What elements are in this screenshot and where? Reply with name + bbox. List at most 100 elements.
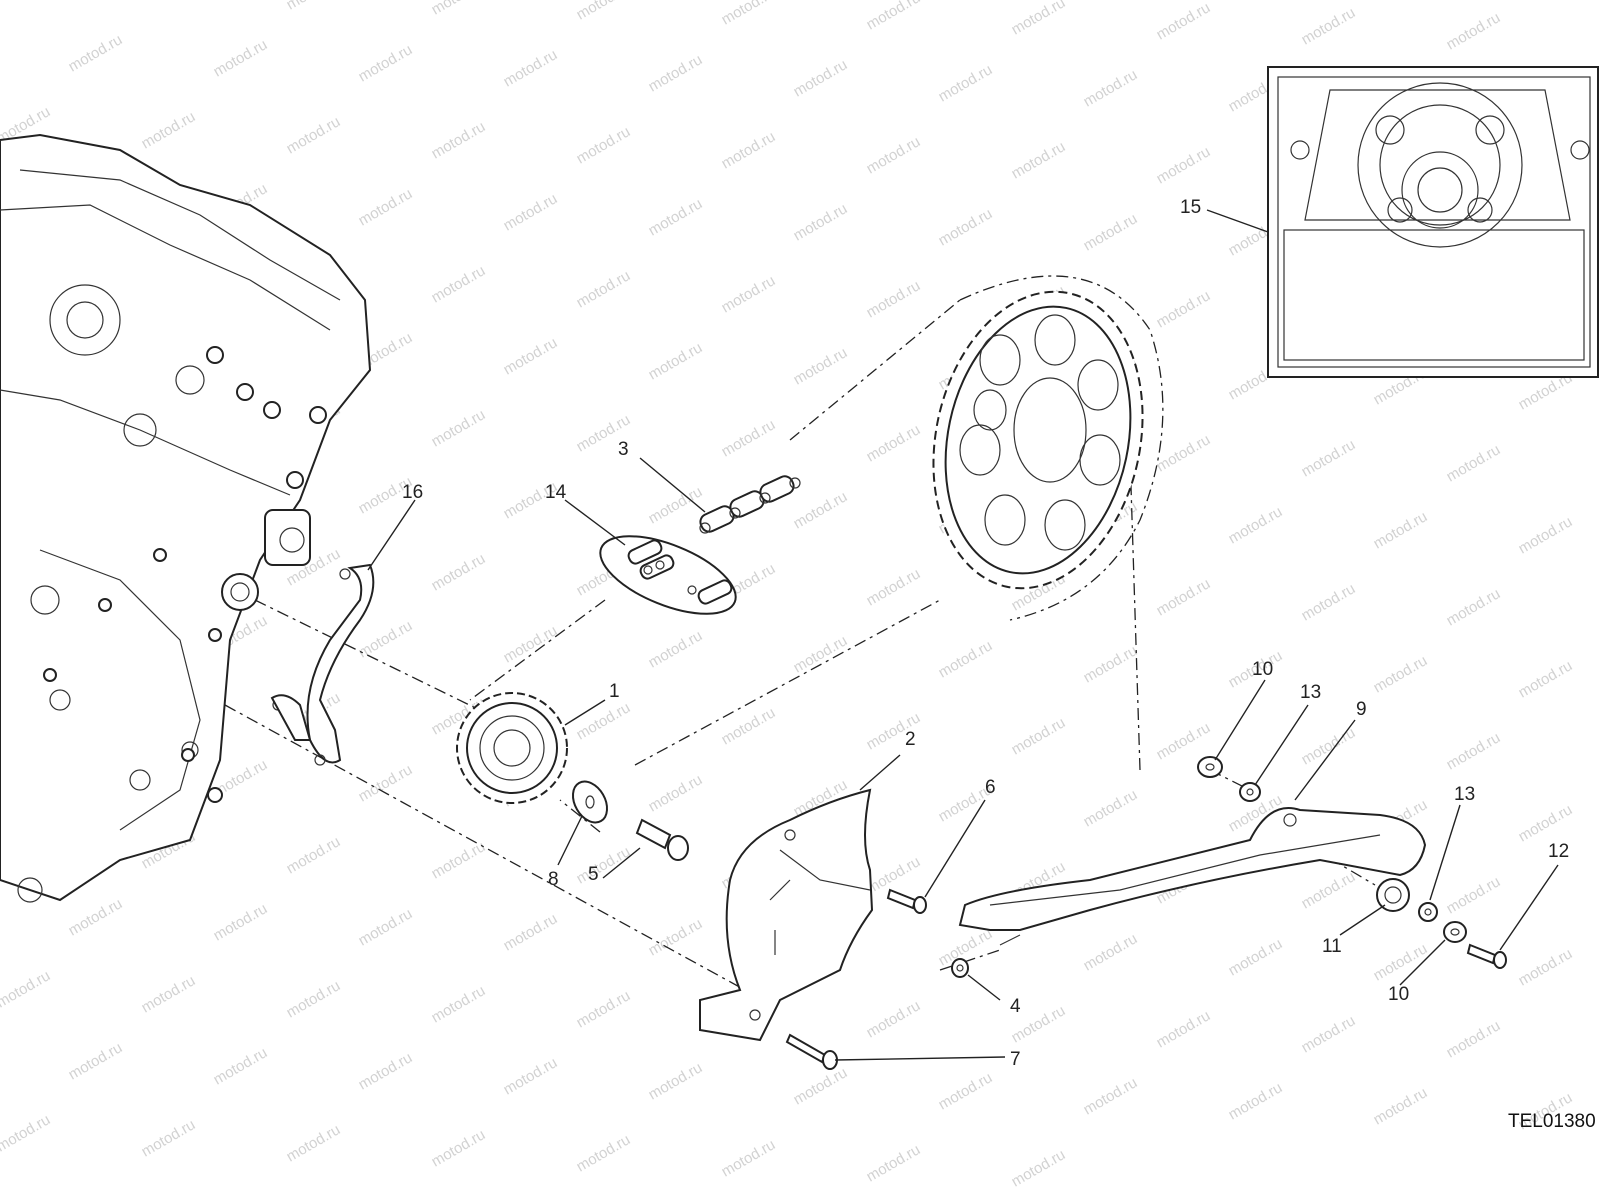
- part-10-washer-top: [1197, 756, 1223, 778]
- watermark-text: motod.ru: [719, 0, 779, 28]
- watermark-text: motod.ru: [1516, 801, 1576, 845]
- watermark-text: motod.ru: [429, 550, 489, 594]
- watermark-text: motod.ru: [0, 967, 53, 1011]
- watermark-text: motod.ru: [211, 36, 271, 80]
- watermark-text: motod.ru: [1371, 508, 1431, 552]
- watermark-text: motod.ru: [864, 133, 924, 177]
- watermark-text: motod.ru: [791, 632, 851, 676]
- callout-10-top: 10: [1252, 659, 1273, 680]
- part-10-washer-bottom: [1443, 921, 1467, 943]
- watermark-text: motod.ru: [719, 1136, 779, 1180]
- watermark-text: motod.ru: [791, 344, 851, 388]
- watermark-text: motod.ru: [1299, 580, 1359, 624]
- part-7-screw: [785, 1033, 838, 1070]
- watermark-text: motod.ru: [791, 56, 851, 100]
- callout-13-bottom: 13: [1454, 784, 1475, 805]
- callout-10-bottom: 10: [1388, 984, 1409, 1005]
- callout-leaders: [367, 209, 1559, 1061]
- watermark-text: motod.ru: [1299, 868, 1359, 912]
- part-4-spacer: [951, 958, 969, 978]
- watermark-text: motod.ru: [646, 915, 706, 959]
- watermark-text: motod.ru: [1009, 714, 1069, 758]
- watermark-text: motod.ru: [719, 128, 779, 172]
- watermark-text: motod.ru: [1226, 1079, 1286, 1123]
- watermark-text: motod.ru: [429, 982, 489, 1026]
- watermark-text: motod.ru: [1009, 0, 1069, 38]
- watermark-text: motod.ru: [646, 339, 706, 383]
- engine-block: [0, 133, 372, 903]
- watermark-text: motod.ru: [429, 118, 489, 162]
- watermark-text: motod.ru: [1081, 66, 1141, 110]
- watermark-text: motod.ru: [429, 0, 489, 18]
- watermark-text: motod.ru: [1009, 138, 1069, 182]
- part-9-chain-guide: [958, 807, 1427, 946]
- watermark-text: motod.ru: [1154, 287, 1214, 331]
- reference-code: TEL01380: [1508, 1111, 1596, 1132]
- watermark-text: motod.ru: [66, 31, 126, 75]
- callout-14: 14: [545, 482, 567, 503]
- watermark-text: motod.ru: [574, 267, 634, 311]
- watermark-text: motod.ru: [864, 0, 924, 33]
- watermark-text: motod.ru: [284, 1121, 344, 1165]
- watermark-text: motod.ru: [864, 997, 924, 1041]
- watermark-text: motod.ru: [1154, 143, 1214, 187]
- watermark-text: motod.ru: [501, 910, 561, 954]
- callout-3: 3: [618, 439, 629, 460]
- watermark-text: motod.ru: [864, 565, 924, 609]
- watermark-text: motod.ru: [284, 977, 344, 1021]
- watermark-text: motod.ru: [1444, 9, 1504, 53]
- chain-path: [959, 275, 1164, 621]
- watermark-text: motod.ru: [356, 1049, 416, 1093]
- callout-13-top: 13: [1300, 682, 1321, 703]
- watermark-text: motod.ru: [1299, 436, 1359, 480]
- watermark-text: motod.ru: [139, 1116, 199, 1160]
- watermark-text: motod.ru: [936, 637, 996, 681]
- watermark-text: motod.ru: [284, 833, 344, 877]
- callout-2: 2: [905, 729, 916, 750]
- part-11-bushing: [1376, 878, 1410, 912]
- callout-6: 6: [985, 777, 996, 798]
- rear-sprocket: [932, 290, 1144, 590]
- part-2-sprocket-cover: [699, 788, 874, 1042]
- part-5-bolt: [635, 818, 689, 861]
- watermark-text: motod.ru: [501, 622, 561, 666]
- watermark-text: motod.ru: [646, 771, 706, 815]
- watermark-text: motod.ru: [211, 1044, 271, 1088]
- watermark-text: motod.ru: [211, 900, 271, 944]
- watermark-text: motod.ru: [1371, 1084, 1431, 1128]
- watermark-text: motod.ru: [646, 195, 706, 239]
- callout-8: 8: [548, 869, 559, 890]
- watermark-text: motod.ru: [1154, 719, 1214, 763]
- watermark-text: motod.ru: [1154, 0, 1214, 43]
- callout-16: 16: [402, 482, 423, 503]
- watermark-text: motod.ru: [574, 843, 634, 887]
- part-15-inset-view: [1267, 66, 1599, 378]
- part-13-washer-bottom: [1418, 902, 1438, 922]
- watermark-text: motod.ru: [864, 421, 924, 465]
- part-1-front-sprocket: [456, 692, 568, 804]
- watermark-text: motod.ru: [356, 905, 416, 949]
- watermark-text: motod.ru: [0, 1111, 53, 1155]
- watermark-text: motod.ru: [719, 416, 779, 460]
- watermark-text: motod.ru: [1299, 724, 1359, 768]
- watermark-text: motod.ru: [1444, 729, 1504, 773]
- watermark-text: motod.ru: [936, 205, 996, 249]
- callout-7: 7: [1010, 1049, 1021, 1070]
- watermark-text: motod.ru: [284, 0, 344, 13]
- watermark-text: motod.ru: [1081, 642, 1141, 686]
- watermark-text: motod.ru: [1371, 652, 1431, 696]
- watermark-text: motod.ru: [66, 1039, 126, 1083]
- watermark-text: motod.ru: [646, 1059, 706, 1103]
- part-3-chain: [699, 475, 801, 534]
- watermark-text: motod.ru: [66, 895, 126, 939]
- callout-1: 1: [609, 681, 620, 702]
- watermark-text: motod.ru: [356, 617, 416, 661]
- watermark-text: motod.ru: [356, 761, 416, 805]
- part-6-screw: [886, 888, 927, 914]
- callout-4: 4: [1010, 996, 1021, 1017]
- watermark-text: motod.ru: [284, 113, 344, 157]
- callout-11: 11: [1322, 936, 1342, 957]
- watermark-text: motod.ru: [1444, 1017, 1504, 1061]
- watermark-text: motod.ru: [1154, 575, 1214, 619]
